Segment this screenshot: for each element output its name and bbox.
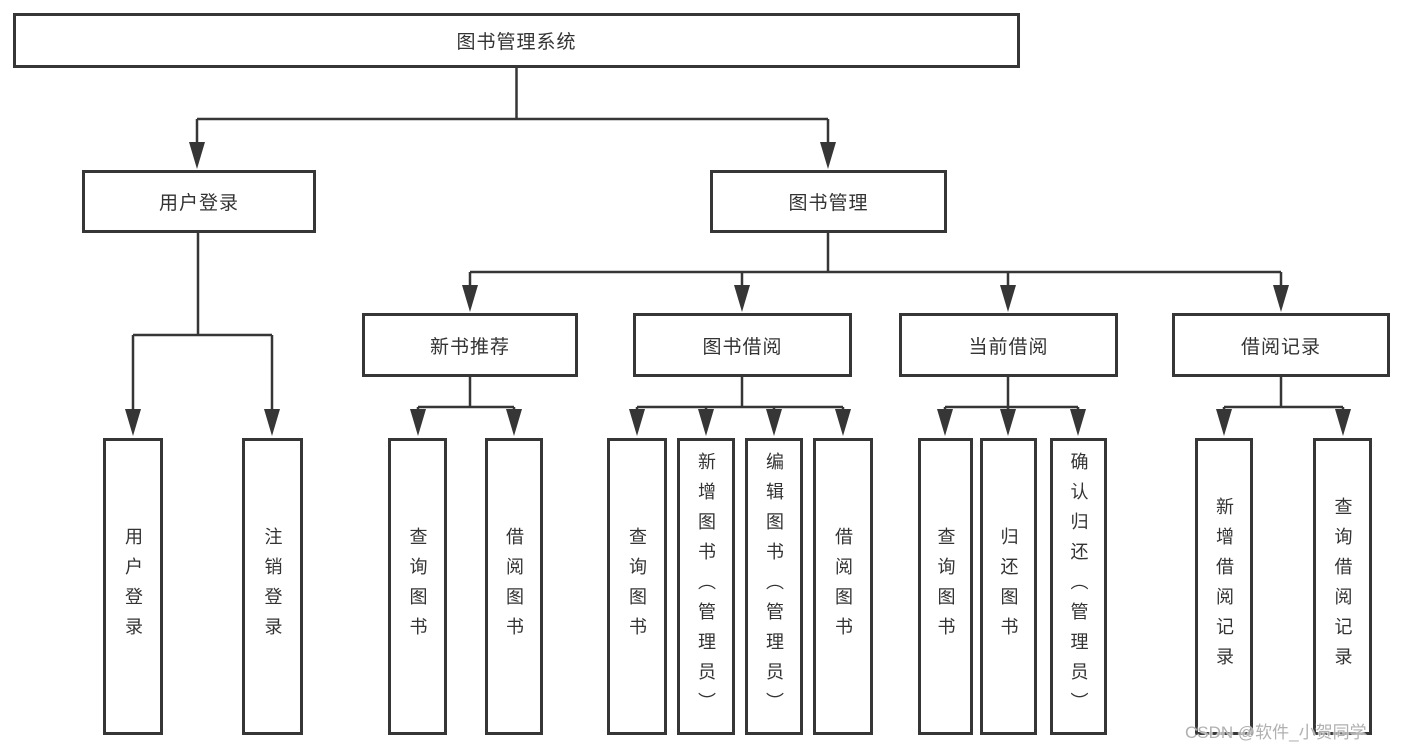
- leaf-logout-label: 注销登录: [262, 526, 283, 647]
- leaf-current-confirm-admin-label: 确认归还（管理员）: [1068, 451, 1089, 722]
- arrow-down-icon: [629, 409, 645, 436]
- leaf-current-query-label: 查询图书: [935, 526, 956, 647]
- arrow-down-icon: [125, 409, 141, 436]
- leaf-record-query: 查询借阅记录: [1313, 438, 1372, 735]
- connector-paths: [131, 68, 1345, 414]
- node-user-login: 用户登录: [82, 170, 316, 233]
- csdn-watermark: CSDN @软件_小贺同学: [1185, 723, 1367, 742]
- book-borrow-connector: [635, 377, 845, 414]
- leaf-borrow-add-admin-label: 新增图书（管理员）: [696, 451, 716, 722]
- arrow-down-icon: [698, 409, 714, 436]
- arrow-down-icon: [820, 142, 836, 169]
- book-mgmt-connector: [468, 233, 1283, 290]
- arrow-down-icon: [1216, 409, 1232, 436]
- leaf-borrow-query-label: 查询图书: [627, 526, 647, 647]
- leaf-user-login: 用户登录: [103, 438, 163, 735]
- leaf-borrow-add-admin: 新增图书（管理员）: [677, 438, 735, 735]
- leaf-record-query-label: 查询借阅记录: [1332, 496, 1353, 677]
- leaf-record-add: 新增借阅记录: [1195, 438, 1253, 735]
- arrow-down-icon: [1273, 285, 1289, 312]
- arrow-down-icon: [1335, 409, 1351, 436]
- arrowhead-icons: [125, 142, 1351, 436]
- node-book-borrow-label: 图书借阅: [702, 336, 783, 358]
- leaf-newbook-query: 查询图书: [388, 438, 447, 735]
- node-borrow-record-label: 借阅记录: [1240, 336, 1321, 358]
- node-new-book-recommend-label: 新书推荐: [429, 336, 510, 358]
- arrow-down-icon: [1000, 285, 1016, 312]
- node-user-login-label: 用户登录: [158, 193, 239, 214]
- leaf-newbook-query-label: 查询图书: [407, 526, 428, 647]
- root-connector: [195, 68, 830, 146]
- current-borrow-connector: [943, 377, 1080, 414]
- borrow-record-connector: [1222, 377, 1345, 414]
- node-root: 图书管理系统: [13, 13, 1020, 68]
- user-login-connector: [131, 233, 274, 414]
- node-root-label: 图书管理系统: [456, 32, 577, 53]
- arrow-down-icon: [766, 409, 782, 436]
- leaf-newbook-borrow-label: 借阅图书: [504, 526, 524, 647]
- node-new-book-recommend: 新书推荐: [362, 313, 578, 377]
- arrow-down-icon: [264, 409, 280, 436]
- leaf-borrow-book: 借阅图书: [813, 438, 873, 735]
- leaf-current-return: 归还图书: [980, 438, 1037, 735]
- arrow-down-icon: [189, 142, 205, 169]
- node-book-management-label: 图书管理: [788, 193, 869, 214]
- arrow-down-icon: [462, 285, 478, 312]
- arrow-down-icon: [1070, 409, 1086, 436]
- leaf-user-login-label: 用户登录: [123, 526, 143, 647]
- arrow-down-icon: [835, 409, 851, 436]
- node-current-borrow: 当前借阅: [899, 313, 1118, 377]
- leaf-borrow-edit-admin-label: 编辑图书（管理员）: [764, 451, 784, 722]
- node-book-management: 图书管理: [710, 170, 947, 233]
- arrow-down-icon: [506, 409, 522, 436]
- arrow-down-icon: [734, 285, 750, 312]
- node-borrow-record: 借阅记录: [1172, 313, 1390, 377]
- arrow-down-icon: [937, 409, 953, 436]
- arrow-down-icon: [410, 409, 426, 436]
- arrow-down-icon: [1000, 409, 1016, 436]
- leaf-current-return-label: 归还图书: [998, 526, 1019, 647]
- leaf-borrow-query: 查询图书: [607, 438, 667, 735]
- leaf-logout: 注销登录: [242, 438, 303, 735]
- leaf-newbook-borrow: 借阅图书: [485, 438, 543, 735]
- leaf-current-confirm-admin: 确认归还（管理员）: [1050, 438, 1107, 735]
- leaf-borrow-book-label: 借阅图书: [833, 526, 853, 647]
- leaf-record-add-label: 新增借阅记录: [1214, 496, 1234, 677]
- new-book-connector: [416, 377, 516, 414]
- node-book-borrow: 图书借阅: [633, 313, 852, 377]
- leaf-current-query: 查询图书: [918, 438, 973, 735]
- node-current-borrow-label: 当前借阅: [968, 336, 1049, 358]
- leaf-borrow-edit-admin: 编辑图书（管理员）: [745, 438, 803, 735]
